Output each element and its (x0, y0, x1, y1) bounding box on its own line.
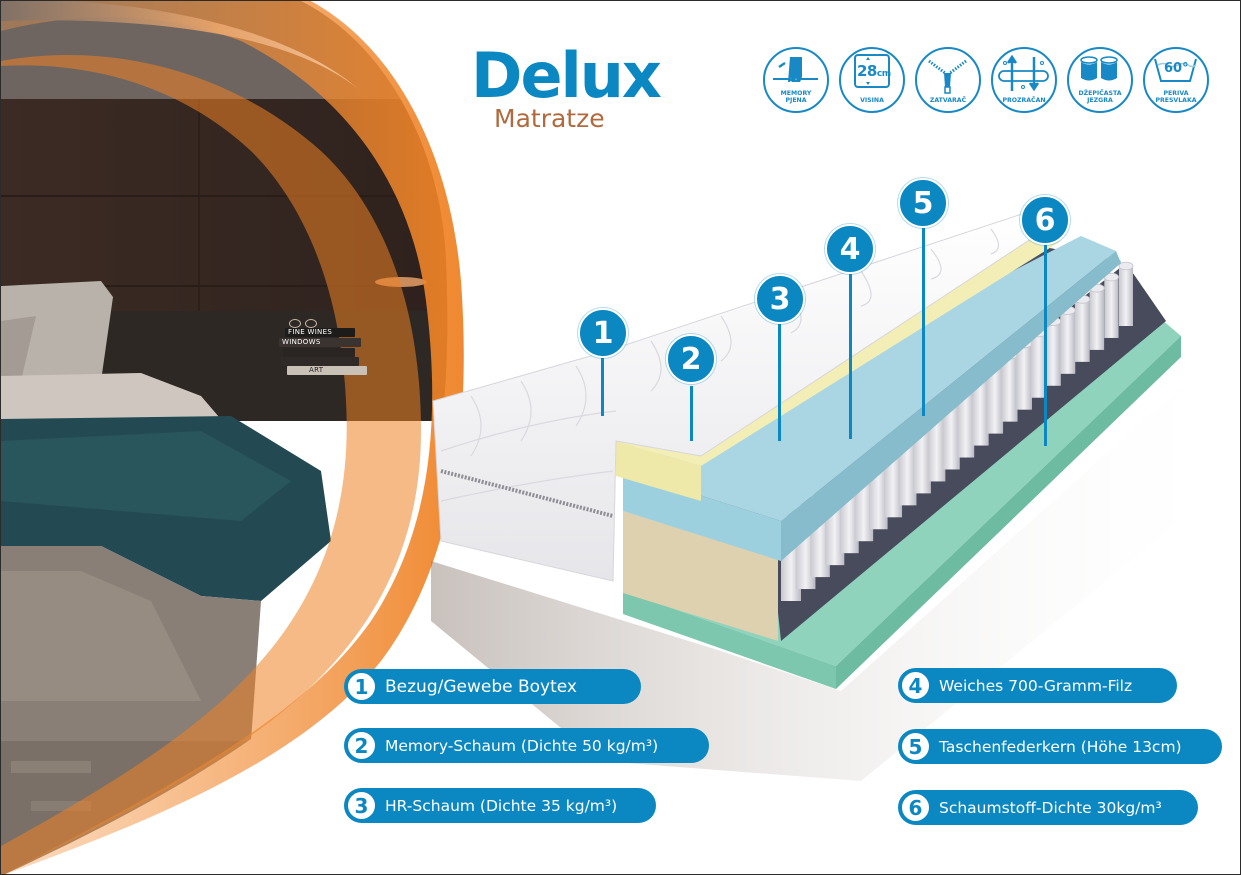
legend-item-6[interactable]: 6 Schaumstoff-Dichte 30kg/m³ (898, 790, 1198, 825)
legend-label-6: Schaumstoff-Dichte 30kg/m³ (939, 798, 1162, 817)
spring-coil (898, 426, 917, 506)
spring-coil (1103, 272, 1119, 338)
spring-coil (912, 415, 932, 494)
height-icon (854, 54, 890, 88)
spring-coil (1015, 338, 1033, 410)
book-windows: WINDOWS (279, 338, 361, 347)
memory-foam-hand-icon (773, 57, 818, 82)
pocket-spring-icon (1080, 56, 1118, 81)
legend-number-1: 1 (346, 671, 377, 702)
leader-line-2 (690, 386, 693, 441)
legend-number-4: 4 (900, 670, 931, 701)
spring-coil (986, 360, 1004, 434)
book-fine-wines: FINE WINES (285, 328, 355, 337)
feature-height: 28cm VISINA (839, 47, 905, 113)
marker-1[interactable]: 1 (578, 308, 628, 358)
spring-coil (1059, 305, 1076, 374)
legend-number-6: 6 (900, 792, 931, 823)
legend-item-3[interactable]: 3 HR-Schaum (Dichte 35 kg/m³) (344, 788, 656, 823)
legend-item-4[interactable]: 4 Weiches 700-Gramm-Filz (898, 668, 1177, 703)
legend-item-1[interactable]: 1 Bezug/Gewebe Boytex (344, 669, 641, 704)
mattress-shadow (431, 351, 1240, 781)
spring-coil (883, 437, 903, 518)
leader-line-1 (601, 356, 604, 416)
bedroom-scene (1, 1, 464, 874)
spring-coil (839, 471, 860, 554)
feature-label: VISINA (860, 97, 884, 104)
marker-5[interactable]: 5 (898, 178, 948, 228)
feature-label-line2: PJENA (785, 97, 807, 104)
zipper-icon (928, 59, 967, 94)
spring-coil (809, 493, 831, 578)
spring-coil (1001, 349, 1018, 422)
spring-coil (780, 515, 802, 601)
spring-coil (1089, 283, 1105, 350)
leader-line-6 (1044, 241, 1047, 446)
marker-2[interactable]: 2 (666, 334, 716, 384)
spring-coil (795, 504, 816, 590)
legend-label-3: HR-Schaum (Dichte 35 kg/m³) (385, 796, 618, 815)
spring-coil (1118, 261, 1134, 326)
marker-4[interactable]: 4 (825, 224, 875, 274)
spring-coil (971, 371, 990, 446)
legend-label-2: Memory-Schaum (Dichte 50 kg/m³) (385, 736, 659, 755)
spring-coil (1045, 316, 1062, 386)
feature-label-line1: PERIVA (1163, 90, 1189, 97)
feature-label: PROZRAČAN (1002, 97, 1046, 104)
breathable-icon (998, 54, 1049, 92)
leader-line-4 (849, 271, 852, 439)
leader-line-5 (922, 226, 925, 416)
spring-coil (927, 404, 946, 482)
brand-title: Delux (471, 39, 662, 112)
brand-subtitle: Matratze (494, 104, 605, 133)
legend-label-4: Weiches 700-Gramm-Filz (939, 676, 1133, 695)
orange-swoosh-outer (1, 1, 464, 874)
feature-zipper: ZATVARAČ (915, 47, 981, 113)
legend-label-5: Taschenfederkern (Höhe 13cm) (939, 737, 1182, 756)
orange-swoosh-inner (1, 55, 421, 874)
spring-coil (868, 449, 889, 530)
brand-logo: Delux Matratze (469, 43, 699, 133)
book-plain-2 (281, 357, 359, 366)
side-foam-block (623, 511, 778, 641)
book-art: ART (287, 366, 367, 375)
marker-3[interactable]: 3 (755, 274, 805, 324)
leader-line-3 (778, 321, 781, 441)
feature-label-line1: DŽEPIČASTA (1078, 90, 1122, 97)
glasses-icon (289, 319, 301, 328)
feature-label: ZATVARAČ (929, 97, 967, 104)
feature-label-line1: MEMORY (780, 90, 812, 97)
bedroom-photo: FINE WINES WINDOWS ART (1, 1, 481, 874)
feature-label-line2: JEZGRA (1087, 97, 1113, 104)
wash-60-icon (1154, 58, 1197, 82)
marker-6[interactable]: 6 (1020, 195, 1070, 245)
wash-temperature: 60° (1164, 61, 1189, 76)
spring-coil (824, 482, 845, 566)
book-stack: FINE WINES WINDOWS ART (277, 319, 369, 377)
feature-breathable: PROZRAČAN (991, 47, 1057, 113)
spring-coil (956, 382, 975, 458)
legend-number-3: 3 (346, 790, 377, 821)
feature-label-line2: PRESVLAKA (1155, 97, 1197, 104)
legend-item-5[interactable]: 5 Taschenfederkern (Höhe 13cm) (898, 729, 1222, 764)
height-value: 28cm (857, 62, 891, 80)
spring-coil (854, 460, 874, 542)
spring-coil (1074, 294, 1091, 362)
layer-5-pocket-springs (780, 261, 1134, 601)
legend-item-2[interactable]: 2 Memory-Schaum (Dichte 50 kg/m³) (344, 728, 709, 763)
spring-coil (942, 393, 961, 470)
legend-number-2: 2 (346, 730, 377, 761)
layer-1-cover (432, 210, 1047, 582)
book-plain-1 (283, 348, 355, 357)
legend-label-1: Bezug/Gewebe Boytex (385, 676, 577, 697)
legend-number-5: 5 (900, 731, 931, 762)
